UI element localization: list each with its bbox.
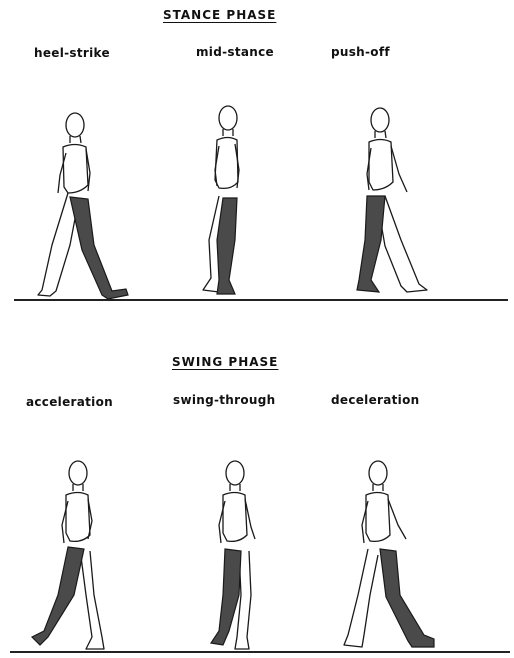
figure-acceleration <box>28 455 138 655</box>
ground-line-swing <box>10 651 510 653</box>
label-push-off: push-off <box>331 45 390 59</box>
label-deceleration: deceleration <box>331 393 420 407</box>
stance-phase-title: STANCE PHASE <box>163 8 276 22</box>
figure-push-off <box>335 100 445 300</box>
label-heel-strike: heel-strike <box>34 46 110 60</box>
ground-line-stance <box>14 299 508 301</box>
label-mid-stance: mid-stance <box>196 45 274 59</box>
figure-mid-stance <box>195 100 265 300</box>
figure-heel-strike <box>30 105 140 305</box>
figure-swing-through <box>205 455 275 655</box>
label-swing-through: swing-through <box>173 393 275 407</box>
swing-phase-title: SWING PHASE <box>172 355 278 369</box>
label-acceleration: acceleration <box>26 395 113 409</box>
figure-deceleration <box>338 455 448 655</box>
